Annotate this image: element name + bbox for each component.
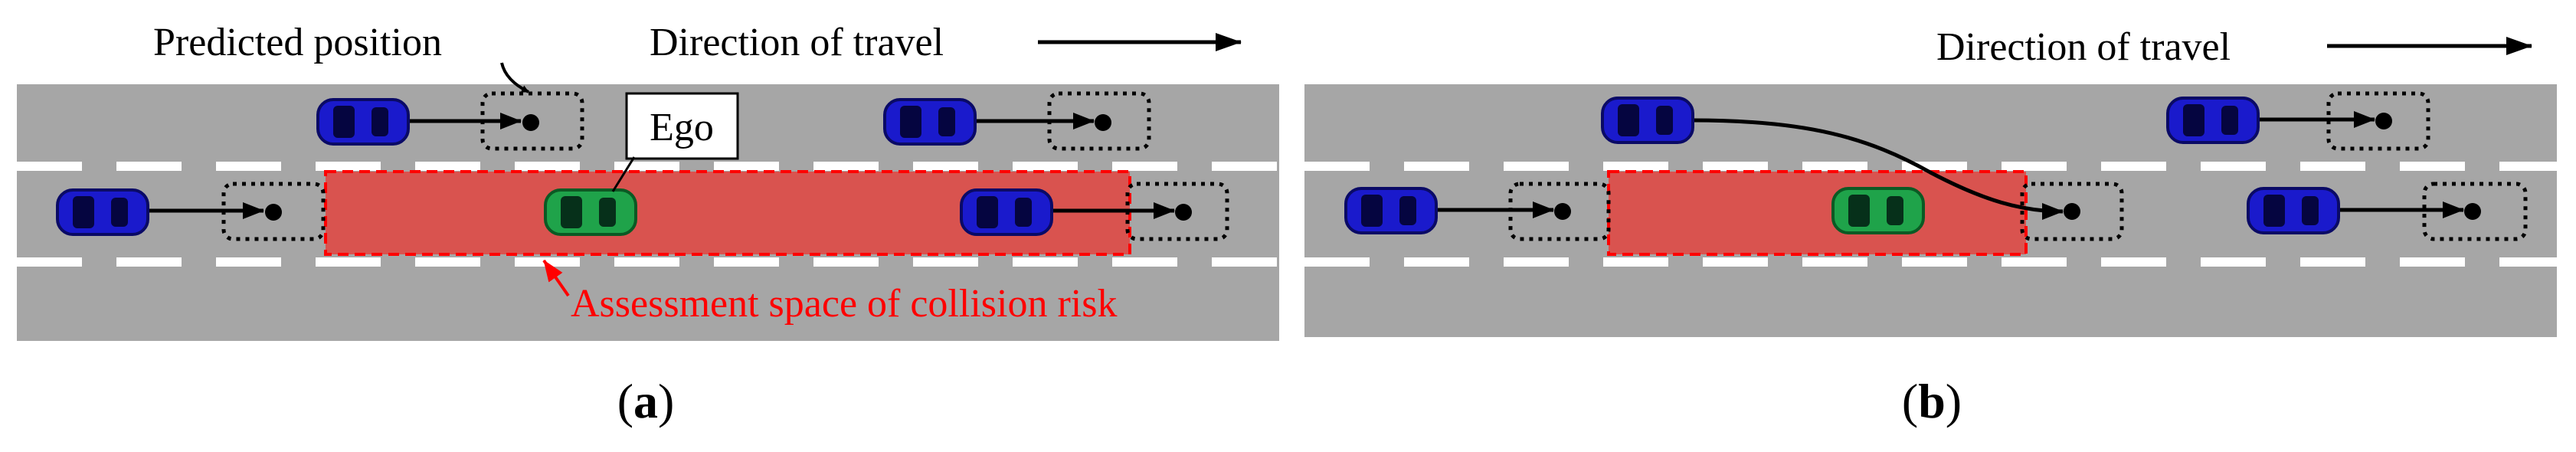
direction-label-a: Direction of travel bbox=[650, 21, 944, 64]
risk-area-a bbox=[324, 170, 1131, 256]
predicted-point bbox=[2064, 203, 2080, 220]
panel-caption-a: (a) bbox=[617, 374, 675, 428]
ego-car-icon bbox=[544, 188, 637, 236]
predicted-point bbox=[1554, 203, 1571, 220]
predicted-pointer-arrow bbox=[500, 62, 529, 93]
direction-label-b: Direction of travel bbox=[1936, 25, 2231, 69]
ego-label-box bbox=[625, 92, 739, 160]
risk-pointer-arrow bbox=[542, 259, 570, 297]
panel-caption-b: (b) bbox=[1902, 374, 1962, 428]
predicted-point bbox=[1175, 204, 1192, 221]
predicted-point bbox=[265, 204, 282, 221]
predicted-position-label: Predicted position bbox=[153, 21, 442, 64]
car-icon bbox=[883, 98, 977, 146]
predicted-point bbox=[2464, 203, 2481, 220]
predicted-box bbox=[2020, 182, 2124, 241]
ego-label: Ego bbox=[650, 106, 714, 149]
predicted-point bbox=[2375, 113, 2392, 129]
car-icon bbox=[56, 188, 149, 236]
lane-change-trajectory bbox=[1692, 118, 2064, 220]
risk-area-b bbox=[1607, 170, 2028, 256]
car-icon bbox=[316, 98, 410, 146]
car-icon bbox=[1344, 187, 1438, 234]
car-icon bbox=[1601, 97, 1694, 144]
ego-car-icon bbox=[1831, 187, 1925, 234]
panel-b: Direction of travel (b) bbox=[1304, 25, 2557, 428]
predicted-point bbox=[1095, 114, 1111, 131]
car-icon bbox=[2247, 187, 2340, 234]
ego-pointer-line bbox=[611, 156, 636, 192]
risk-label: Assessment space of collision risk bbox=[571, 282, 1117, 326]
predicted-point bbox=[522, 114, 539, 131]
car-icon bbox=[960, 188, 1053, 236]
panel-a: Ego Predicted position Direction of trav… bbox=[17, 21, 1279, 428]
car-icon bbox=[2166, 97, 2260, 144]
